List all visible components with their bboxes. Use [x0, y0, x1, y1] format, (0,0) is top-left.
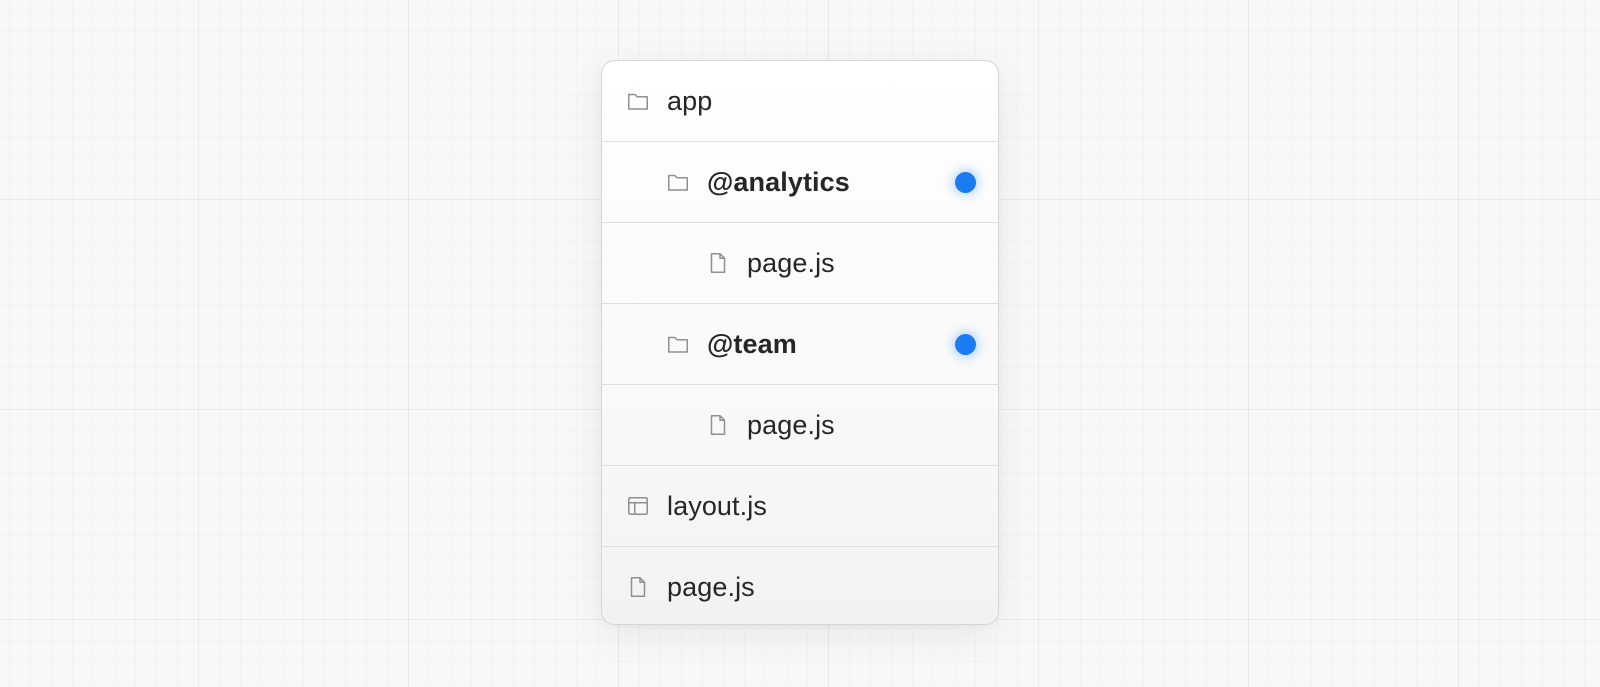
tree-row-label: page.js — [747, 247, 835, 278]
file-icon — [706, 251, 730, 275]
file-tree-panel: app @analytics page.js @team — [601, 60, 999, 625]
file-icon — [706, 413, 730, 437]
folder-icon — [626, 89, 650, 113]
tree-row-team-slot[interactable]: @team — [602, 303, 998, 384]
tree-row-team-page[interactable]: page.js — [602, 384, 998, 465]
tree-row-label: page.js — [667, 571, 755, 602]
file-icon — [626, 575, 650, 599]
tree-row-label: @team — [707, 328, 797, 359]
tree-row-root-page[interactable]: page.js — [602, 546, 998, 624]
layout-icon — [626, 494, 650, 518]
slot-marker-dot — [955, 333, 976, 355]
tree-row-label: @analytics — [707, 166, 850, 197]
folder-icon — [666, 170, 690, 194]
tree-row-analytics-slot[interactable]: @analytics — [602, 141, 998, 222]
tree-row-analytics-page[interactable]: page.js — [602, 222, 998, 303]
tree-row-label: page.js — [747, 409, 835, 440]
tree-row-label: app — [667, 85, 713, 116]
tree-row-label: layout.js — [667, 490, 767, 521]
tree-row-app[interactable]: app — [602, 61, 998, 141]
tree-row-layout[interactable]: layout.js — [602, 465, 998, 546]
slot-marker-dot — [955, 171, 976, 193]
folder-icon — [666, 332, 690, 356]
